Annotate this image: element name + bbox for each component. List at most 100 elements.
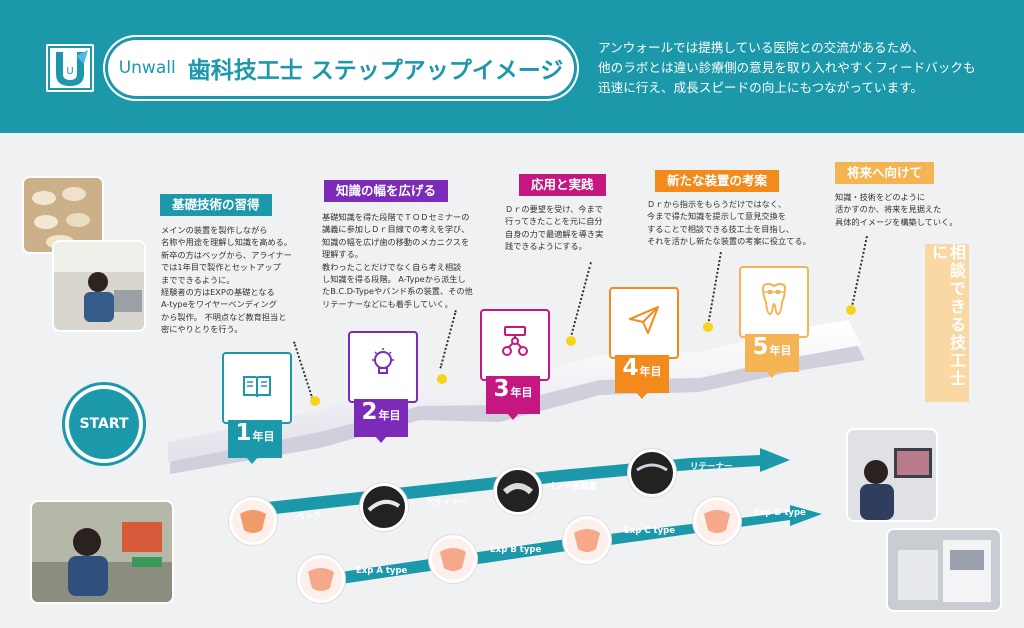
brand-name: Unwall [118,58,176,78]
stage-3-dot [566,336,576,346]
network-icon [502,326,528,356]
stage-1-description: メインの装置を製作しながら 名称や用途を理解し知識を高める。 新卒の方はベッグか… [161,224,292,336]
device-exp-c-label: Exp C type [624,526,675,536]
technician-working-photo [52,240,146,332]
desc-line: 講義に参加しＤｒ目線での考えを学び、 [322,224,470,235]
desc-line: 今まで得た知識を提示して意見交換を [647,211,786,222]
expansion-icon [574,529,600,552]
badge-pointer [636,392,648,399]
year-unit: 年目 [378,409,401,422]
stage-4-dot [703,322,713,332]
stage-5-card [739,266,809,338]
aligner-icon [367,499,401,512]
badge-pointer [507,413,519,420]
desc-line: 行ってきたことを元に自分 [505,216,603,227]
stage-1-dot [310,396,320,406]
stage-4-description: Ｄｒから指示をもらうだけではなく、 今まで得た知識を提示して意見交換を すること… [647,198,811,248]
intro-line: 他のラボとは違い診療側の意見を取り入れやすくフィードバックも [598,60,976,75]
year-number: 5 [752,334,769,360]
device-exp-d-label: Exp D type [754,508,806,518]
tooth-icon [761,282,787,316]
device-retainer-label: リテーナー [690,462,733,472]
scanner-illustration [888,530,1000,610]
device-aligner-image [360,483,408,531]
page-title: 歯科技工士 ステップアップイメージ [187,57,564,84]
scanner-equipment-photo [886,528,1002,612]
badge-pointer [375,436,387,443]
stage-1-card [222,352,292,424]
device-beck-label: ベック [296,512,322,522]
stage-5-heading: 将来へ向けて [835,162,935,184]
technician-illustration [54,242,144,330]
header-banner: U Unwall 歯科技工士 ステップアップイメージ アンウォールでは提携してい… [0,0,1024,133]
desc-line: までできるように。 [161,274,235,285]
desc-line: 名称や用途を理解し知識を高める。 [161,237,293,248]
intro-line: 迅速に行え、成長スピードの向上にもつながっています。 [598,80,924,95]
desc-line: 教わったことだけでなく自ら考え相談 [322,261,462,272]
year-number: 4 [622,355,639,381]
device-retainer-image [628,449,676,497]
device-band-image [494,467,542,515]
device-beck-image [229,497,277,545]
desc-line: メインの装置を製作しながら [161,225,268,235]
lightbulb-icon [372,348,394,374]
desc-line: 基礎知識を得た段階でＴＯＤセミナーの [322,212,470,222]
unwall-logo: U [46,44,94,92]
stage-2-dot [437,374,447,384]
year-number: 3 [493,376,510,402]
desc-line: 密にやりとりを行う。 [161,324,243,335]
intro-text: アンウォールでは提携している医院との交流があるため、 他のラボとは違い診療側の意… [598,38,998,98]
stage-2-heading: 知識の幅を広げる [324,180,449,202]
desc-line: A-typeをワイヤーベンディング [161,299,277,310]
monitor-illustration [848,430,936,520]
badge-pointer [766,371,778,378]
stage-2-description: 基礎知識を得た段階でＴＯＤセミナーの 講義に参加しＤｒ目線での考えを学び、 知識… [322,211,473,310]
year-unit: 年目 [639,365,662,378]
year-unit: 年目 [769,344,792,357]
expansion-icon [704,510,730,533]
device-aligner-label: アライナー [425,498,468,508]
stage-5-description: 知識・技術をどのように 活かすのか、将来を見据えた 具体的イメージを構築していく… [835,191,957,228]
desc-line: 新卒の方はベッグから、アライナー [161,249,292,260]
desc-line: 経験者の方はEXPの基礎となる [161,287,275,298]
retainer-icon [636,463,668,472]
bench-illustration [32,502,172,602]
title-pill: Unwall 歯科技工士 ステップアップイメージ [108,40,574,96]
device-exp-b-image [429,535,477,583]
book-icon [243,376,271,398]
desc-line: から製作。 不明点など教育担当と [161,311,287,322]
device-exp-a-label: Exp A type [356,566,408,576]
goal-text: 相談できる技工士に [929,244,966,388]
device-exp-d-image [693,497,741,545]
year-unit: 年目 [252,430,275,443]
desc-line: 知識・技術をどのように [835,192,926,202]
intro-line: アンウォールでは提携している医院との交流があるため、 [598,40,925,55]
device-exp-b-label: Exp B type [490,545,542,555]
stage-3-heading: 応用と実践 [519,174,606,196]
expansion-icon [440,548,466,571]
appliance-icon [240,510,266,533]
desc-line: し知識を得る段階。 A-Typeから派生し [322,274,466,285]
desc-line: 活かすのか、将来を見据えた [835,204,942,215]
stage-2-card [348,331,418,403]
desc-line: することで相談できる技工士を目指し、 [647,223,794,234]
device-exp-c-image [563,516,611,564]
desc-line: リテーナーなどにも着手していく。 [322,298,453,309]
start-badge: START [69,389,139,459]
year-number: 1 [235,420,252,446]
desc-line: たB.C.D-Typeやバンド系の装置、その他 [322,286,473,297]
goal-banner: 相談できる技工士に [925,244,969,402]
stage-4-heading: 新たな装置の考案 [655,170,780,192]
stage-4-card [609,287,679,359]
desc-line: では1年目で製作とセットアップ [161,262,281,273]
stage-5-dot [846,305,856,315]
desc-line: 践できるようにする。 [505,241,587,252]
stage-3-card [480,309,550,381]
desc-line: 具体的イメージを構築していく。 [835,216,958,227]
desc-line: 自身の力で最適解を導き実 [505,228,604,239]
